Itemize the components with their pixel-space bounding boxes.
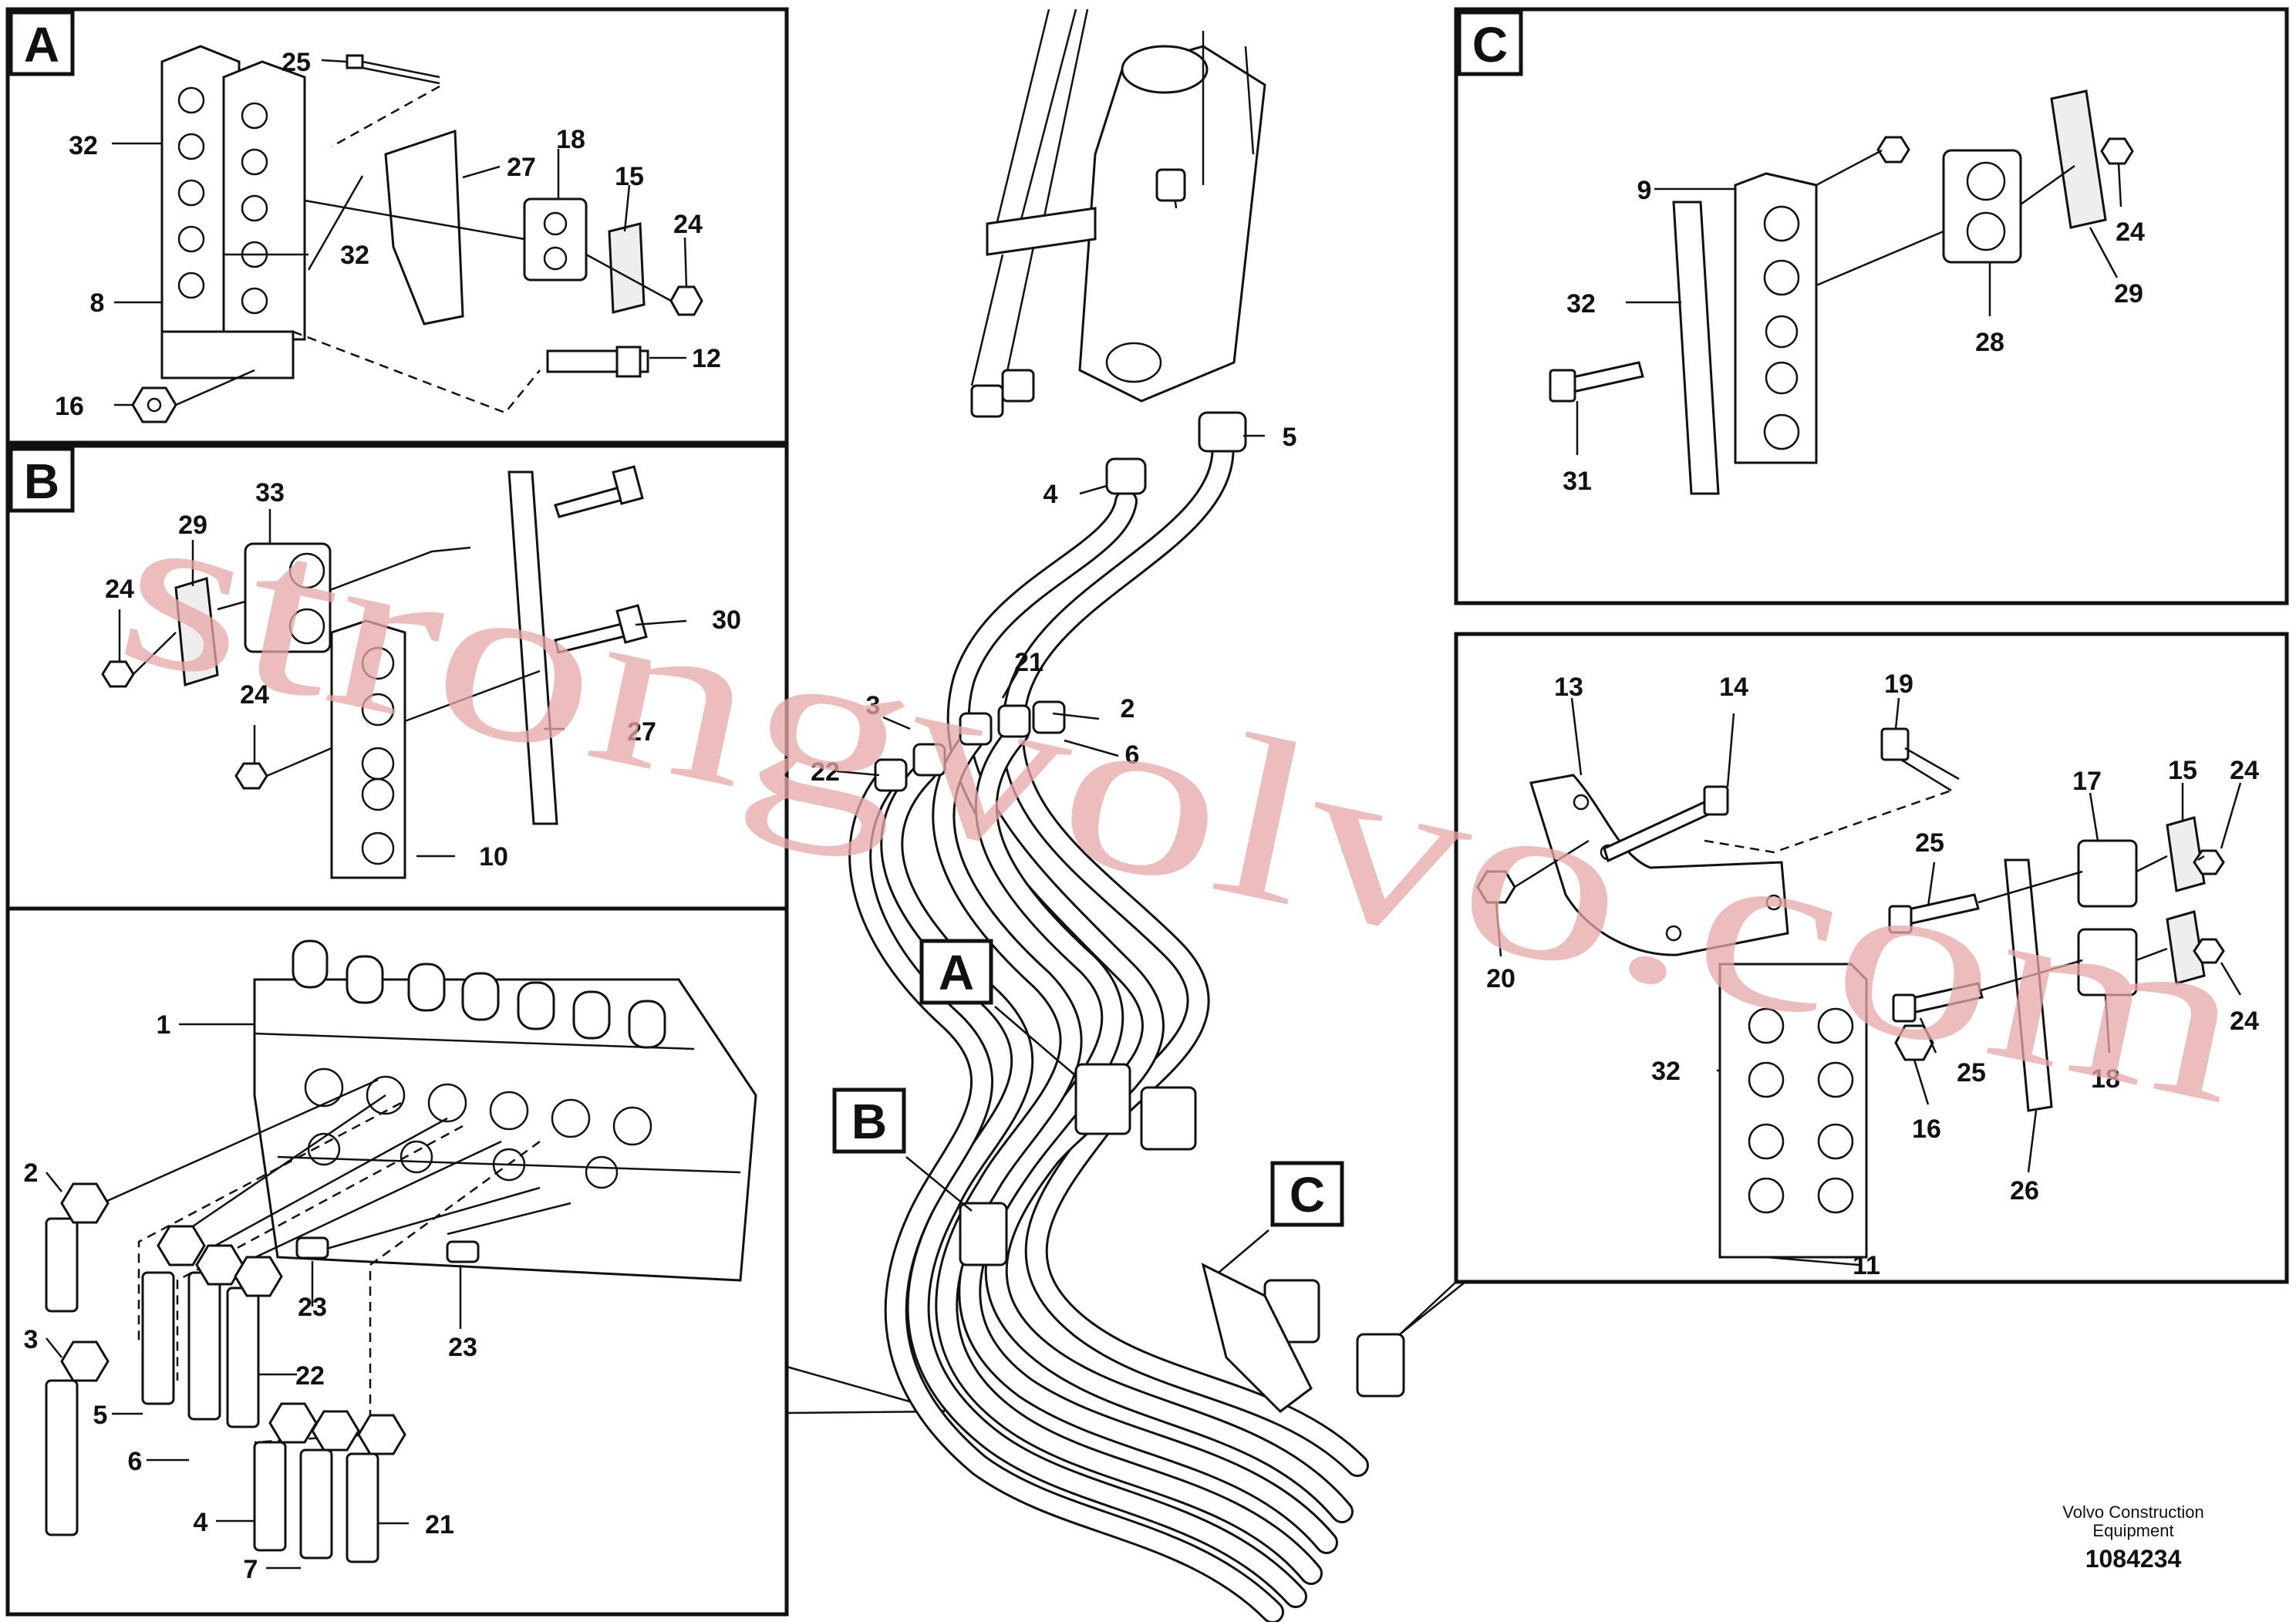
label-d-25-top: 25 [1915, 828, 1944, 858]
label-valve-4: 4 [194, 1508, 208, 1537]
label-b-29: 29 [178, 511, 207, 540]
label-center-5: 5 [1283, 423, 1297, 452]
callout-c: C [1270, 1161, 1344, 1227]
label-valve-23-left: 23 [298, 1293, 327, 1322]
label-a-8: 8 [90, 288, 105, 318]
label-d-17: 17 [2072, 767, 2102, 796]
label-d-24-top: 24 [2230, 756, 2259, 785]
label-center-4: 4 [1043, 480, 1058, 509]
frame-view-a [5, 7, 789, 445]
label-center-3: 3 [866, 691, 881, 720]
label-a-24: 24 [673, 210, 703, 239]
label-c-28: 28 [1975, 328, 2004, 357]
label-valve-5: 5 [93, 1401, 108, 1430]
label-a-32-top: 32 [69, 131, 98, 160]
label-b-24-upper: 24 [105, 575, 134, 604]
label-center-22: 22 [811, 757, 840, 787]
label-a-12: 12 [692, 344, 721, 373]
callout-c-pointer [1218, 1229, 1269, 1273]
label-c-32: 32 [1566, 289, 1596, 319]
label-valve-1: 1 [157, 1010, 171, 1040]
label-a-16: 16 [55, 392, 84, 421]
label-d-14: 14 [1719, 673, 1748, 702]
label-c-24: 24 [2116, 218, 2145, 247]
label-d-15: 15 [2168, 756, 2197, 785]
label-a-32-right: 32 [340, 241, 369, 270]
view-c-illustration [1549, 89, 2134, 495]
label-d-13: 13 [1554, 673, 1583, 702]
label-c-9: 9 [1637, 176, 1652, 205]
label-valve-22: 22 [295, 1361, 325, 1391]
label-d-11: 11 [1853, 1251, 1880, 1280]
label-a-25: 25 [282, 48, 311, 77]
valve-view-leaders [46, 1023, 462, 1570]
svg-text:A: A [24, 17, 59, 73]
label-c-29: 29 [2114, 279, 2143, 309]
label-valve-23-right: 23 [448, 1333, 477, 1362]
label-b-10: 10 [479, 842, 508, 872]
label-d-32: 32 [1651, 1057, 1681, 1086]
label-center-2: 2 [1121, 694, 1135, 723]
label-b-27: 27 [627, 717, 656, 747]
label-a-18: 18 [556, 125, 585, 154]
label-d-16: 16 [1912, 1114, 1941, 1144]
label-a-27: 27 [507, 153, 536, 182]
label-valve-2: 2 [24, 1158, 39, 1188]
label-d-24-bottom: 24 [2230, 1007, 2259, 1036]
label-d-20: 20 [1486, 964, 1515, 993]
view-letter-c: C [1457, 10, 1523, 76]
svg-text:B: B [24, 454, 59, 509]
caption-line-1: Volvo Construction [2062, 1502, 2203, 1522]
label-valve-6: 6 [128, 1447, 143, 1476]
label-d-26: 26 [2010, 1176, 2039, 1206]
view-a-leaders [112, 59, 688, 406]
callout-b: B [832, 1088, 906, 1154]
label-b-30: 30 [712, 605, 741, 635]
svg-text:B: B [851, 1094, 887, 1149]
label-c-31: 31 [1563, 467, 1592, 496]
view-b-illustration [101, 465, 648, 879]
callout-a: A [919, 939, 993, 1005]
label-d-25-bottom: 25 [1957, 1058, 1986, 1088]
label-a-15: 15 [615, 162, 644, 191]
frame-view-clamp-assembly [1454, 632, 2289, 1284]
center-leaders [836, 434, 1265, 777]
label-center-21: 21 [1014, 648, 1043, 677]
clamp-view-leaders [1495, 697, 2242, 1266]
label-center-6: 6 [1125, 740, 1140, 770]
label-b-33: 33 [255, 478, 285, 508]
label-d-19: 19 [1884, 669, 1913, 699]
label-b-24-lower: 24 [240, 680, 269, 710]
svg-text:C: C [1290, 1167, 1325, 1222]
view-b-leaders [118, 509, 687, 858]
svg-text:C: C [1472, 17, 1508, 73]
hose-bundle-illustration [848, 411, 1405, 1622]
view-a-illustration [131, 45, 703, 423]
document-number: 1084234 [2085, 1545, 2182, 1573]
label-valve-3: 3 [24, 1325, 39, 1354]
label-valve-7: 7 [244, 1555, 258, 1584]
hose-ends-group [45, 1182, 480, 1563]
callout-b-pointer [905, 1156, 973, 1212]
label-valve-21: 21 [425, 1510, 454, 1539]
view-c-leaders [1576, 163, 2122, 455]
view-letter-a: A [8, 10, 75, 76]
clamp-assembly-illustration [1476, 727, 2225, 1259]
view-letter-b: B [8, 447, 75, 513]
label-d-18: 18 [2091, 1064, 2120, 1094]
boom-cylinder-illustration [970, 8, 1266, 418]
caption-line-2: Equipment [2092, 1521, 2173, 1540]
frame-view-c [1454, 7, 2289, 605]
clamp-view-pointer [1399, 1281, 1466, 1335]
frame-valve-view [5, 906, 789, 1617]
svg-text:A: A [939, 945, 974, 1000]
control-valve-illustration [45, 939, 757, 1563]
callout-a-pointer [994, 1006, 1077, 1077]
